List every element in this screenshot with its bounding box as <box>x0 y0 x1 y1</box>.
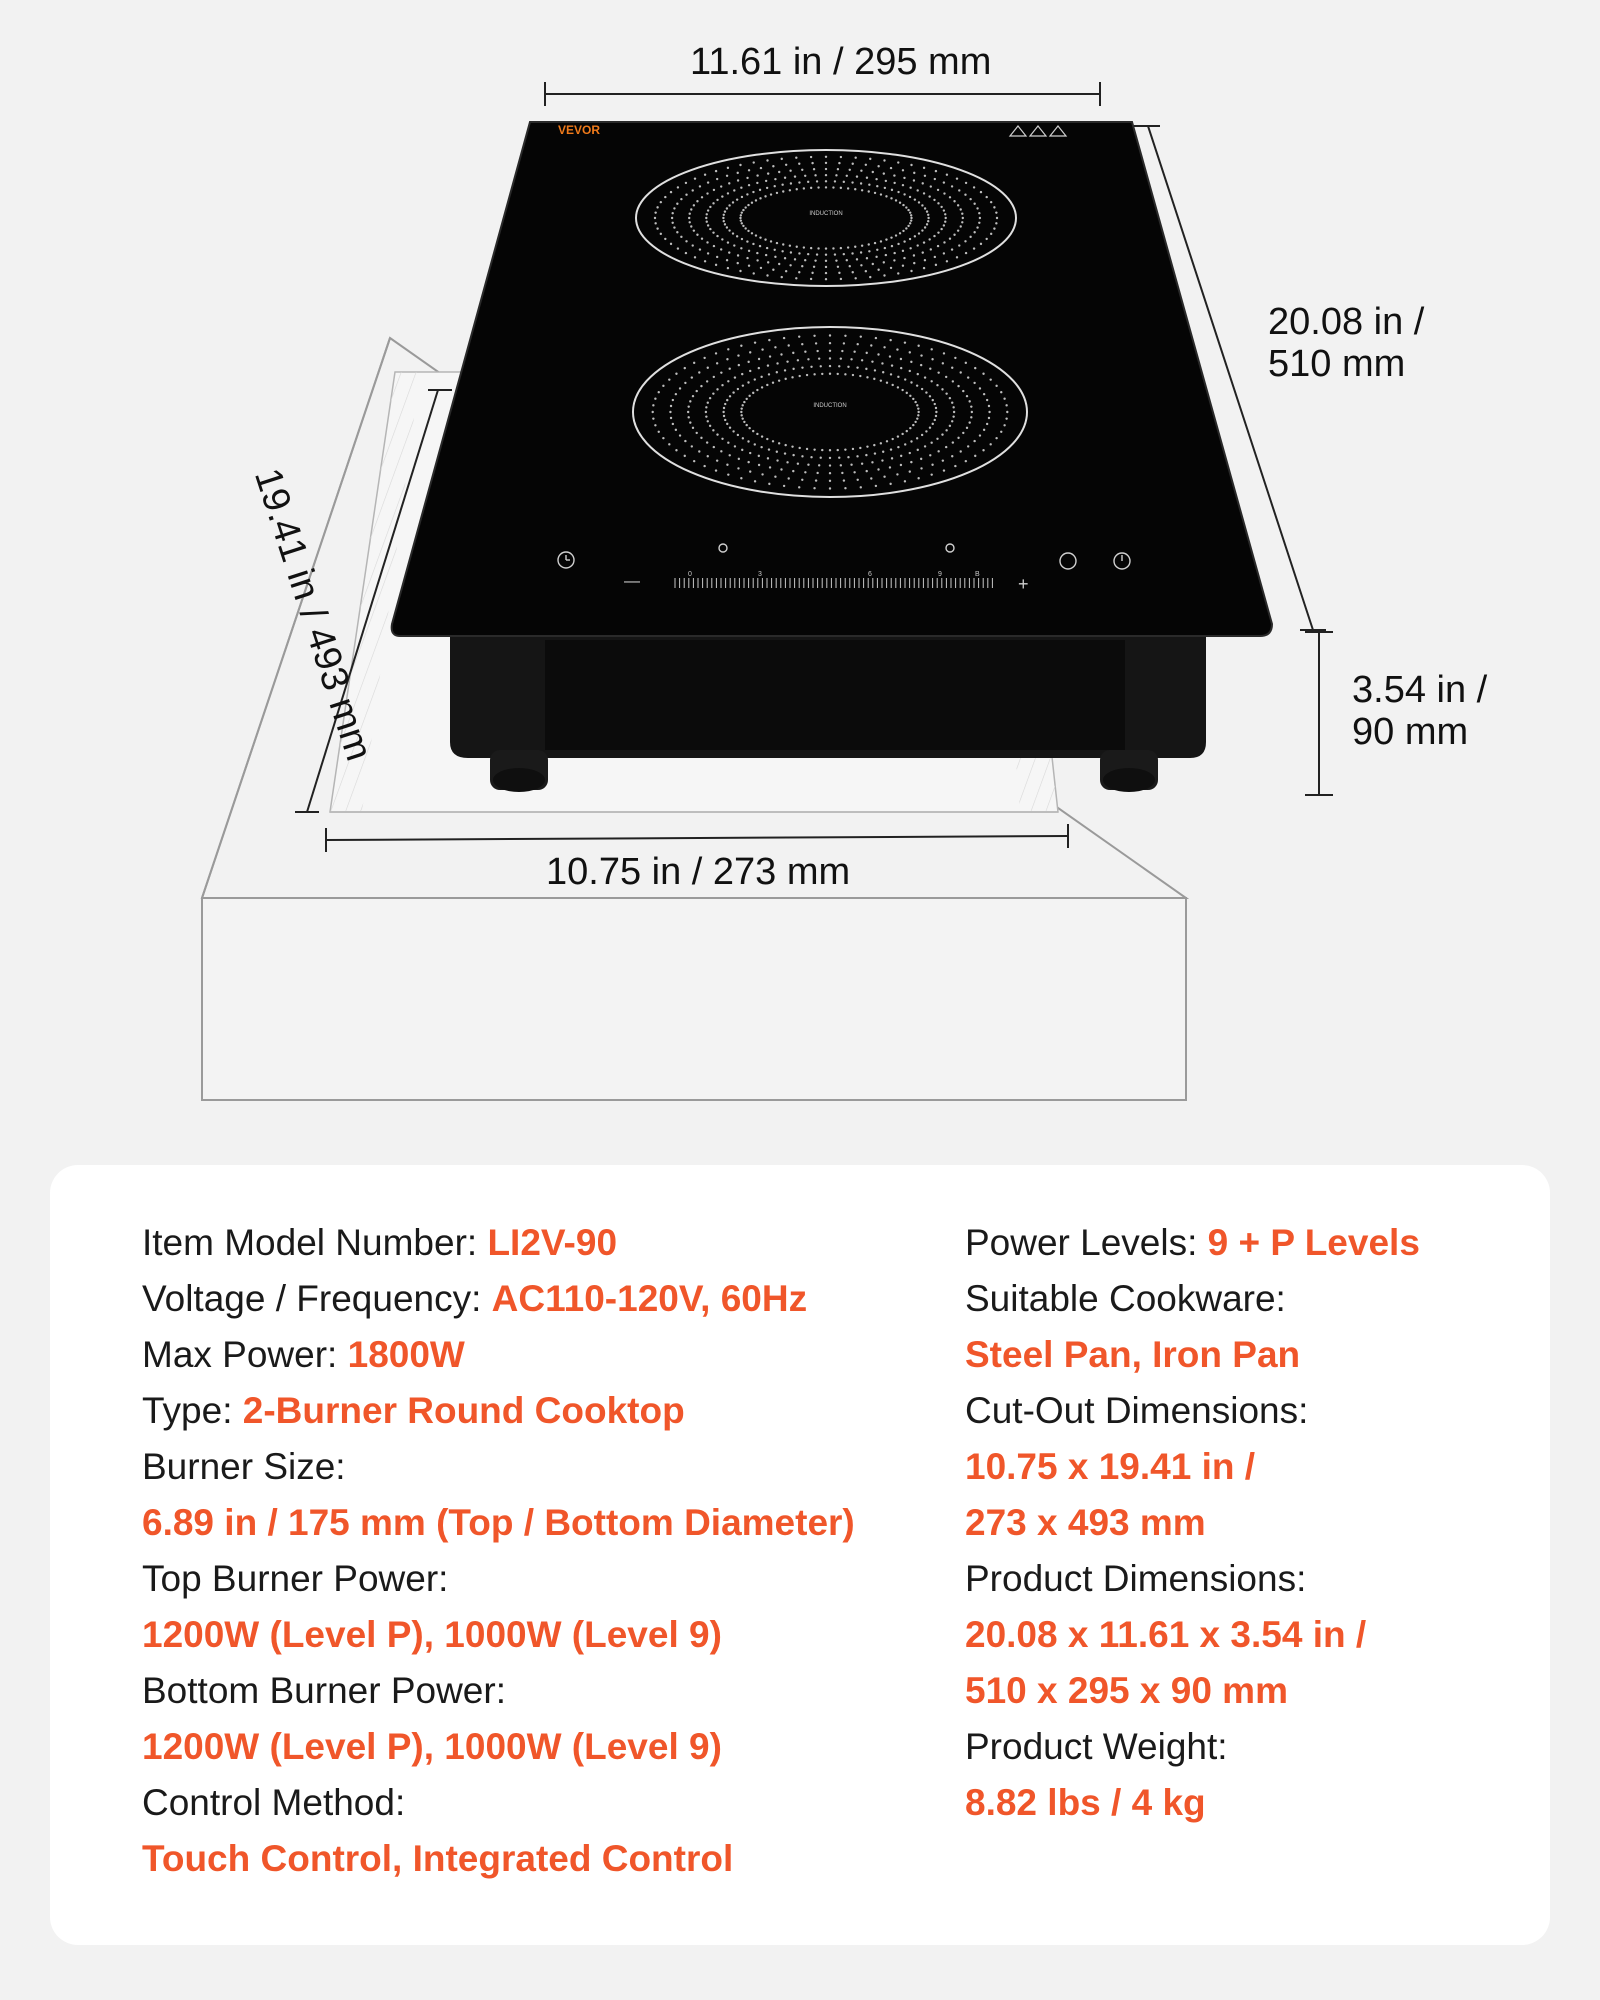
timer-icon[interactable] <box>557 551 575 569</box>
cutout-width-label: 10.75 in / 273 mm <box>546 851 851 893</box>
top-zone-icon[interactable] <box>718 543 728 553</box>
specs-left-column: Item Model Number: LI2V-90 Voltage / Fre… <box>142 1215 922 1887</box>
spec-model-number: Item Model Number: LI2V-90 <box>142 1222 618 1263</box>
height-dimension-label: 3.54 in / 90 mm <box>1352 669 1488 754</box>
spec-power-levels: Power Levels: 9 + P Levels <box>965 1222 1420 1263</box>
spec-cookware-value: Steel Pan, Iron Pan <box>965 1334 1301 1375</box>
bottom-burner: INDUCTION <box>632 326 1028 498</box>
cooktop-illustration: VEVOR INDUCTION INDUCTION <box>200 82 1333 1101</box>
dimension-lines <box>295 82 1333 852</box>
length-line1: 20.08 in / <box>1268 301 1425 343</box>
spec-cookware-label: Suitable Cookware: <box>965 1278 1286 1319</box>
slider-scale-label: 0 <box>688 571 692 578</box>
power-slider[interactable] <box>674 578 993 588</box>
top-burner: INDUCTION <box>635 149 1017 287</box>
brand-logo: VEVOR <box>558 123 600 137</box>
length-line2: 510 mm <box>1268 342 1406 385</box>
bottom-zone-icon[interactable] <box>945 543 955 553</box>
spec-burner-size-value: 6.89 in / 175 mm (Top / Bottom Diameter) <box>142 1502 855 1543</box>
height-line2: 90 mm <box>1352 710 1469 753</box>
spec-burner-size-label: Burner Size: <box>142 1446 346 1487</box>
spec-control-method-label: Control Method: <box>142 1782 406 1823</box>
slider-scale-label: 3 <box>758 571 762 578</box>
warning-icons <box>1008 125 1068 137</box>
spec-cutout-label: Cut-Out Dimensions: <box>965 1390 1309 1431</box>
spec-control-method-value: Touch Control, Integrated Control <box>142 1838 734 1879</box>
spec-product-dimensions-in: 20.08 x 11.61 x 3.54 in / <box>965 1614 1367 1655</box>
bottom-burner-label: INDUCTION <box>813 403 846 409</box>
slider-scale-label: 9 <box>938 571 942 578</box>
glass-cooktop: VEVOR INDUCTION INDUCTION <box>390 121 1274 637</box>
spec-bottom-burner-power-label: Bottom Burner Power: <box>142 1670 506 1711</box>
spec-voltage-frequency: Voltage / Frequency: AC110-120V, 60Hz <box>142 1278 808 1319</box>
spec-top-burner-power-value: 1200W (Level P), 1000W (Level 9) <box>142 1614 722 1655</box>
cooktop-base <box>450 630 1206 792</box>
spec-weight-value: 8.82 lbs / 4 kg <box>965 1782 1206 1823</box>
minus-symbol[interactable]: — <box>624 573 640 590</box>
length-dimension-label: 20.08 in / 510 mm <box>1268 301 1425 386</box>
width-dimension-label: 11.61 in / 295 mm <box>690 41 992 83</box>
lock-icon[interactable] <box>1059 552 1077 570</box>
spec-max-power: Max Power: 1800W <box>142 1334 465 1375</box>
spec-weight-label: Product Weight: <box>965 1726 1228 1767</box>
specifications-card: Item Model Number: LI2V-90 Voltage / Fre… <box>50 1165 1550 1945</box>
spec-type: Type: 2-Burner Round Cooktop <box>142 1390 685 1431</box>
control-panel <box>557 543 1131 588</box>
top-burner-label: INDUCTION <box>809 211 842 217</box>
spec-cutout-value-in: 10.75 x 19.41 in / <box>965 1446 1256 1487</box>
spec-product-dimensions-label: Product Dimensions: <box>965 1558 1307 1599</box>
slider-scale-labels: 0 3 6 9 B <box>688 571 980 578</box>
spec-top-burner-power-label: Top Burner Power: <box>142 1558 449 1599</box>
plus-symbol[interactable]: + <box>1018 574 1029 594</box>
spec-product-dimensions-mm: 510 x 295 x 90 mm <box>965 1670 1288 1711</box>
spec-bottom-burner-power-value: 1200W (Level P), 1000W (Level 9) <box>142 1726 722 1767</box>
spec-cutout-value-mm: 273 x 493 mm <box>965 1502 1206 1543</box>
power-icon[interactable] <box>1113 552 1131 570</box>
height-line1: 3.54 in / <box>1352 669 1488 711</box>
specs-right-column: Power Levels: 9 + P Levels Suitable Cook… <box>965 1215 1525 1831</box>
slider-scale-label: 6 <box>868 571 872 578</box>
slider-scale-label: B <box>975 571 980 578</box>
